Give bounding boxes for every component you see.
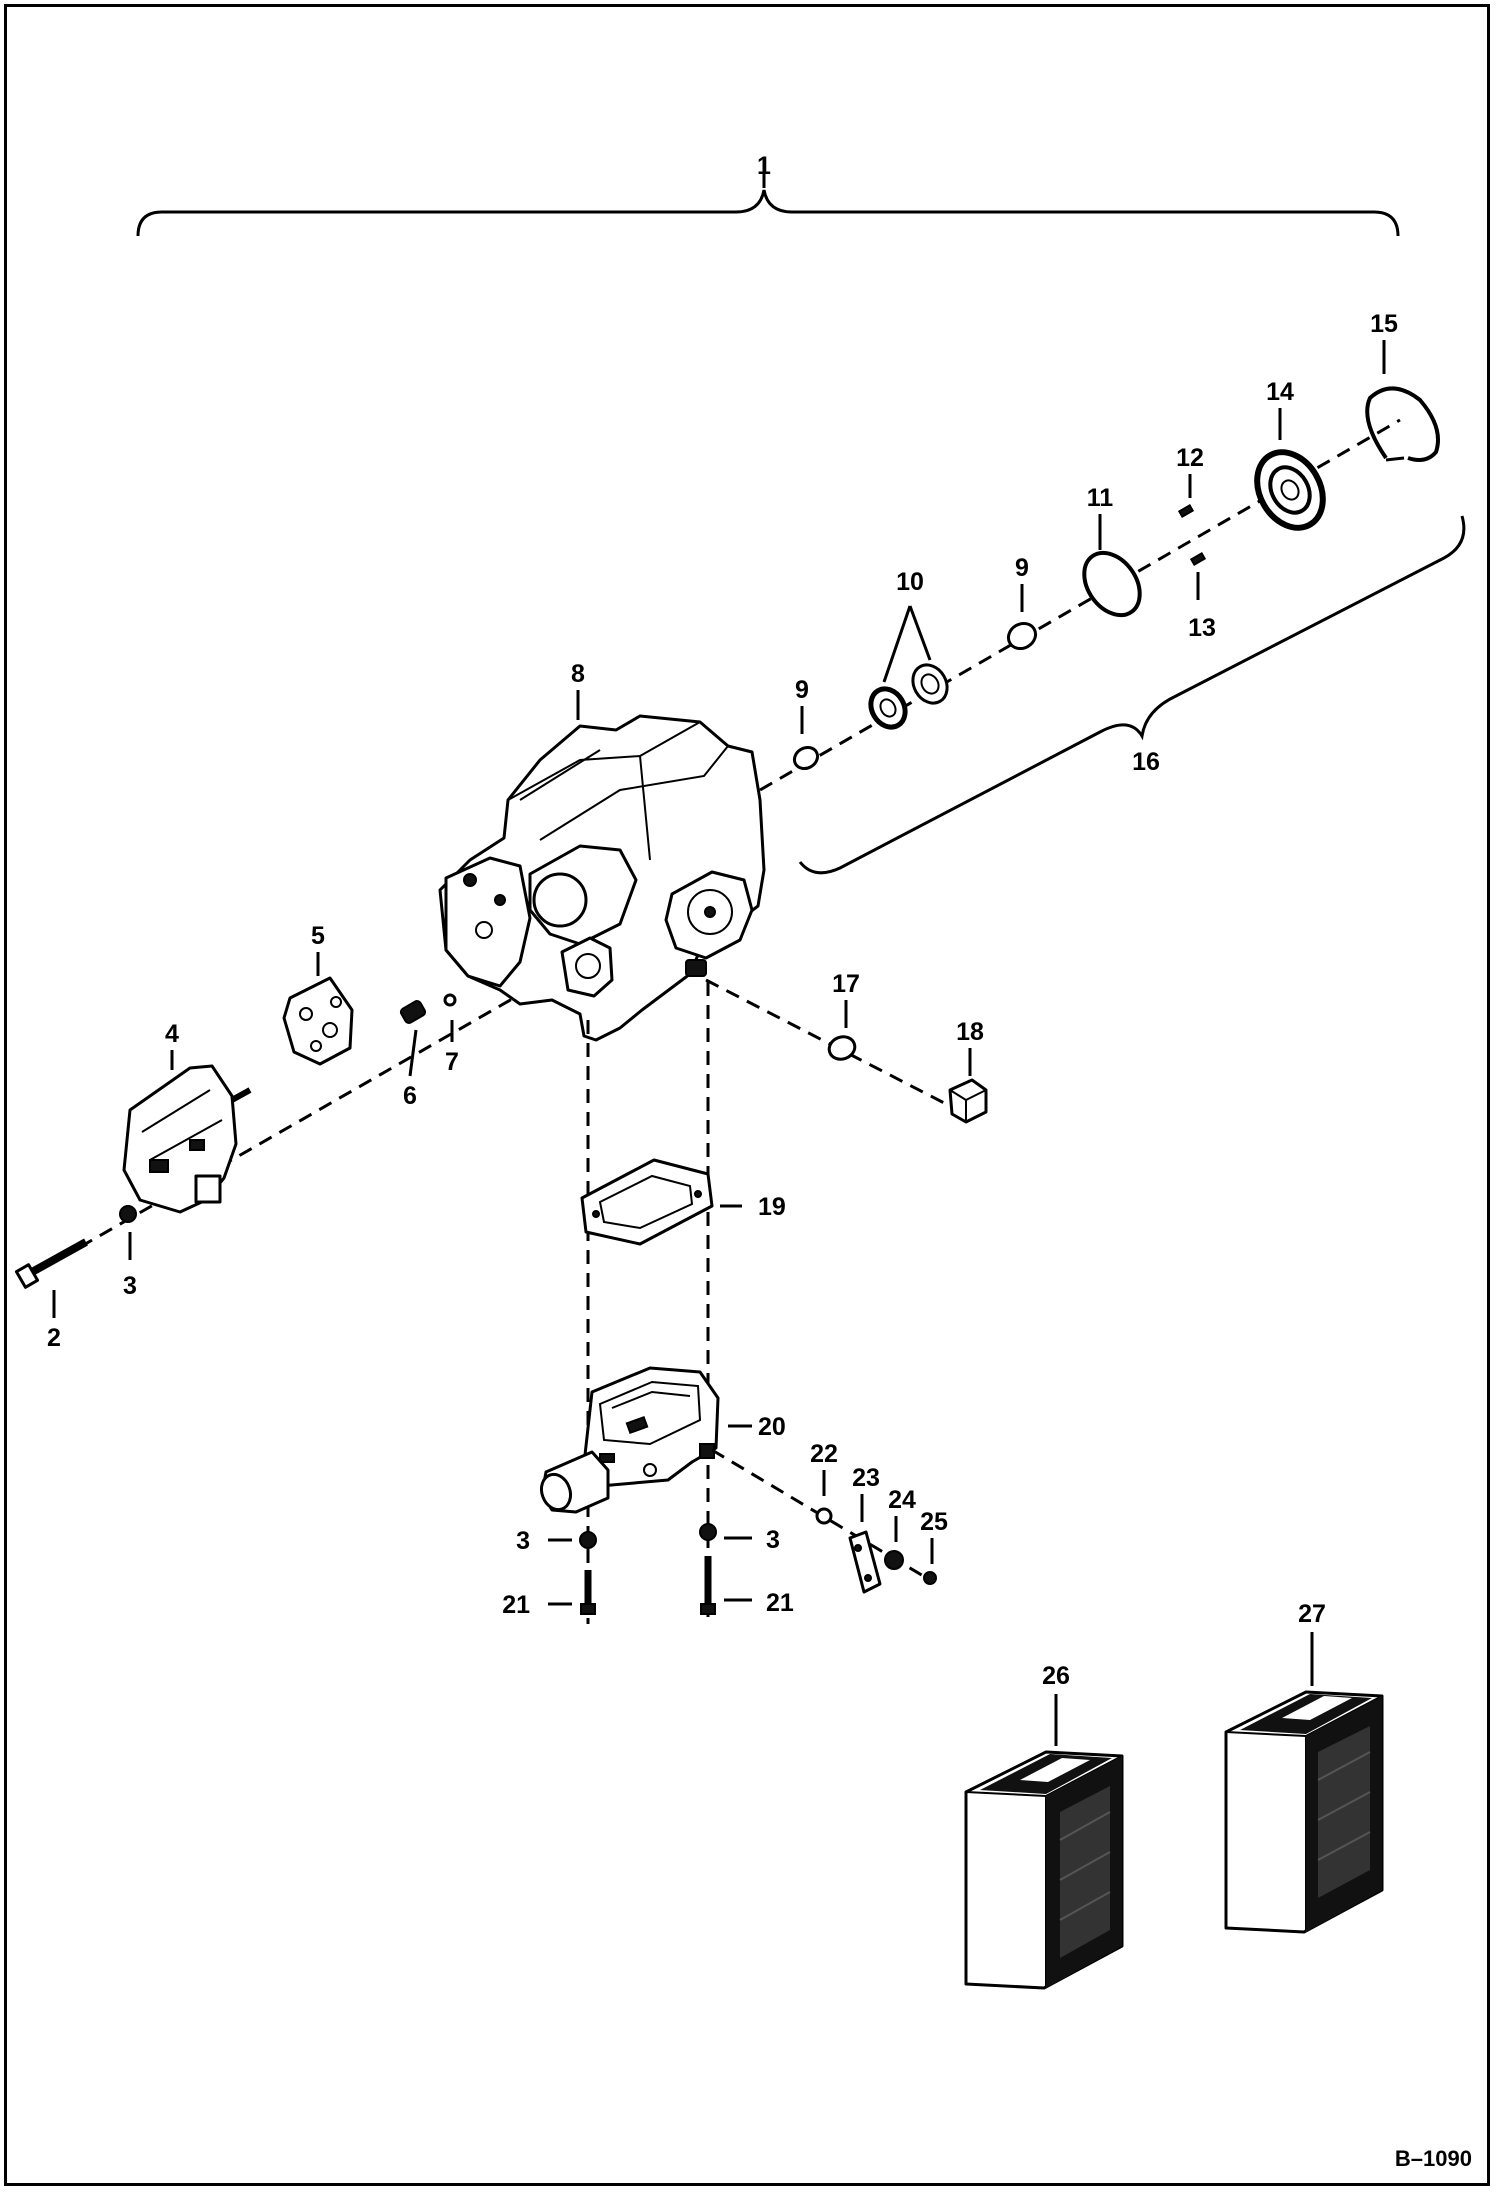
part-9-oring-inner	[792, 745, 820, 771]
part-25-washer	[923, 1571, 937, 1585]
leader-10b	[908, 605, 932, 661]
callout-5: 5	[311, 922, 325, 950]
brace-assembly-1	[136, 189, 1400, 237]
part-20-control-block	[539, 1366, 720, 1514]
callout-9-outer: 9	[1015, 554, 1029, 582]
callout-14: 14	[1266, 378, 1294, 406]
part-23-lever	[848, 1530, 882, 1594]
part-4-charge-pump	[122, 1064, 252, 1214]
callout-6: 6	[403, 1082, 417, 1110]
center-line-rear	[759, 418, 1401, 792]
callout-13: 13	[1188, 614, 1216, 642]
part-21-bolt-left	[580, 1570, 596, 1615]
callout-3-front: 3	[123, 1272, 137, 1300]
part-2-bolt	[14, 1238, 88, 1289]
part-13-pin	[1189, 552, 1207, 566]
part-26-kit-box	[964, 1750, 1124, 1990]
figure-reference: B–1090	[1395, 2146, 1472, 2171]
callout-19: 19	[758, 1193, 786, 1221]
callout-16: 16	[1132, 748, 1160, 776]
leader-6	[408, 1029, 418, 1077]
part-8-hydrostatic-pump	[438, 714, 766, 1042]
part-19-gasket	[580, 1158, 714, 1246]
callout-7: 7	[445, 1048, 459, 1076]
part-10-seals	[868, 663, 949, 730]
callout-23: 23	[852, 1464, 880, 1492]
part-18-plug	[948, 1078, 988, 1124]
center-line-plug	[705, 978, 951, 1108]
callout-2: 2	[47, 1324, 61, 1352]
callout-21-left: 21	[502, 1591, 530, 1619]
part-11-ring	[1082, 550, 1142, 618]
part-12-pin	[1177, 504, 1195, 518]
diagram-frame	[4, 4, 1490, 2186]
part-7-oring	[443, 993, 457, 1007]
callout-9-inner: 9	[795, 676, 809, 704]
callout-11: 11	[1087, 484, 1114, 512]
callout-21-right: 21	[766, 1589, 794, 1617]
callout-8: 8	[571, 660, 585, 688]
callout-18: 18	[956, 1018, 984, 1046]
callout-24: 24	[888, 1486, 916, 1514]
part-3-washer-left	[579, 1531, 597, 1549]
part-15-snap-ring	[1365, 386, 1440, 462]
callout-1: 1	[757, 152, 771, 180]
callout-3-right: 3	[766, 1526, 780, 1554]
callout-26: 26	[1042, 1662, 1070, 1690]
callout-20: 20	[758, 1413, 786, 1441]
part-9-oring-outer	[1006, 621, 1038, 651]
callout-10: 10	[896, 568, 924, 596]
part-21-bolt-right	[700, 1556, 716, 1615]
callout-22: 22	[810, 1440, 838, 1468]
part-24-nut	[884, 1550, 904, 1570]
callout-15: 15	[1370, 310, 1398, 338]
part-14-seal-carrier	[1254, 449, 1326, 531]
callout-17: 17	[832, 970, 860, 998]
leader-10a	[882, 605, 912, 683]
callout-12: 12	[1176, 444, 1204, 472]
part-6-relief-valve	[399, 1000, 427, 1024]
part-3-washer-front	[119, 1205, 137, 1223]
part-5-plate	[282, 976, 354, 1066]
brace-group-16	[798, 515, 1466, 875]
part-27-kit-box	[1224, 1690, 1384, 1934]
part-22-oring	[815, 1507, 833, 1525]
part-17-oring	[827, 1035, 857, 1061]
part-3-washer-right	[699, 1523, 717, 1541]
callout-27: 27	[1298, 1600, 1326, 1628]
callout-25: 25	[920, 1508, 948, 1536]
callout-3-left: 3	[516, 1527, 530, 1555]
callout-4: 4	[165, 1020, 179, 1048]
